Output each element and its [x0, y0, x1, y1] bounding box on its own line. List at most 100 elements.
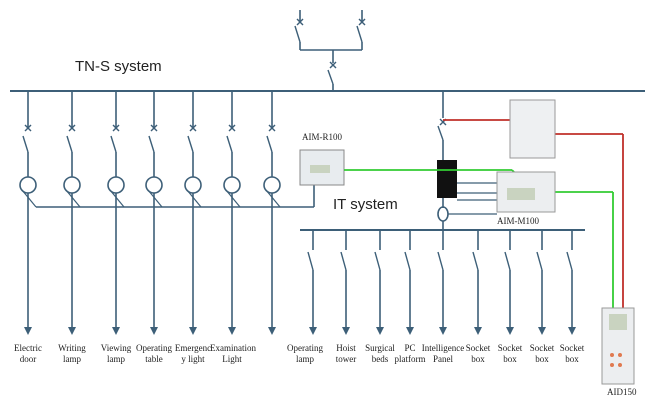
load-label-line: Operating	[136, 343, 172, 353]
load-label-line: box	[535, 354, 549, 364]
switch-blade	[110, 135, 117, 153]
ct-lead	[147, 189, 163, 208]
load-label-line: Emergenc	[174, 343, 212, 353]
switch-blade	[148, 135, 155, 153]
aim-r100-display	[310, 165, 330, 173]
it-system-title: IT system	[333, 196, 398, 213]
ct-lead	[109, 189, 125, 208]
switch-blade	[437, 125, 444, 141]
aid150-label: AID150	[607, 387, 637, 397]
load-label-line: beds	[371, 354, 389, 364]
switch-blade	[504, 251, 511, 271]
load-label-line: Intelligence	[421, 343, 465, 353]
load-label-line: Operating	[287, 343, 323, 353]
load-label-line: platform	[394, 354, 426, 364]
breaker-mark	[228, 124, 236, 132]
switch-blade	[327, 69, 334, 85]
breaker-mark	[24, 124, 32, 132]
arrow-icon	[68, 327, 76, 335]
switch-blade	[374, 251, 381, 271]
arrow-icon	[474, 327, 482, 335]
load-label-line: lamp	[296, 354, 314, 364]
aid150-display	[609, 314, 627, 330]
load-label-line: lamp	[107, 354, 125, 364]
load-label-line: Viewing	[100, 343, 132, 353]
switch-blade	[566, 251, 573, 271]
arrow-icon	[439, 327, 447, 335]
breaker-mark	[112, 124, 120, 132]
switch-blade	[187, 135, 194, 153]
load-label-line: Socket	[559, 343, 585, 353]
arrow-icon	[538, 327, 546, 335]
load-label-line: PC	[404, 343, 416, 353]
arrow-icon	[376, 327, 384, 335]
switch-blade	[226, 135, 233, 153]
load-label-line: Socket	[497, 343, 523, 353]
alarm-module-device	[509, 99, 556, 159]
switch-blade	[66, 135, 73, 153]
load-label-line: y light	[181, 354, 205, 364]
switch-blade	[22, 135, 29, 153]
arrow-icon	[406, 327, 414, 335]
ct-lead	[186, 189, 202, 208]
breaker-mark	[296, 18, 304, 26]
aid150-button	[610, 363, 614, 367]
aid150-button	[618, 363, 622, 367]
aid150-button	[618, 353, 622, 357]
arrow-icon	[506, 327, 514, 335]
switch-blade	[356, 25, 363, 43]
arrow-icon	[189, 327, 197, 335]
ct-lead	[21, 189, 37, 208]
switch-blade	[437, 251, 444, 271]
load-label-line: table	[145, 354, 163, 364]
current-transformer	[437, 206, 449, 222]
breaker-mark	[150, 124, 158, 132]
arrow-icon	[150, 327, 158, 335]
load-label-line: Electric	[14, 343, 42, 353]
arrow-icon	[568, 327, 576, 335]
breaker-mark	[268, 124, 276, 132]
load-label-line: Socket	[465, 343, 491, 353]
load-label-line: box	[565, 354, 579, 364]
tns-system-title: TN-S system	[75, 58, 162, 75]
arrow-icon	[112, 327, 120, 335]
load-label-line: Hoist	[336, 343, 356, 353]
ct-lead	[65, 189, 81, 208]
arrow-icon	[309, 327, 317, 335]
switch-blade	[266, 135, 273, 153]
arrow-icon	[342, 327, 350, 335]
load-label-line: door	[19, 354, 37, 364]
switch-blade	[307, 251, 314, 271]
load-label-line: Examination	[210, 343, 256, 353]
breaker-mark	[329, 61, 337, 69]
load-label-line: Surgical	[365, 343, 395, 353]
arrow-icon	[268, 327, 276, 335]
isolation-transformer	[437, 160, 457, 198]
load-label-line: Light	[222, 354, 242, 364]
load-label-line: Writing	[58, 343, 86, 353]
switch-blade	[536, 251, 543, 271]
aid150-button	[610, 353, 614, 357]
breaker-mark	[358, 18, 366, 26]
breaker-mark	[68, 124, 76, 132]
arrow-icon	[228, 327, 236, 335]
switch-blade	[294, 25, 301, 43]
load-label-line: tower	[335, 354, 357, 364]
aim-m100-display	[507, 188, 535, 200]
switch-blade	[404, 251, 411, 271]
switch-blade	[340, 251, 347, 271]
switch-blade	[472, 251, 479, 271]
